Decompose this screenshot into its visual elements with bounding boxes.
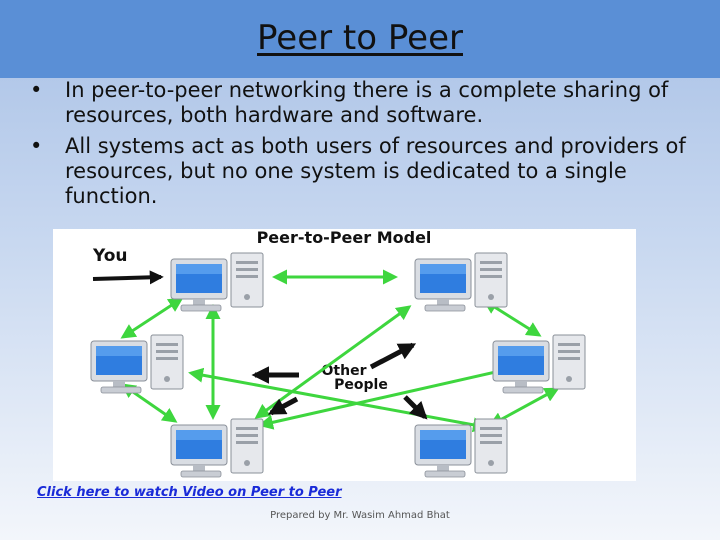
title-bar bbox=[0, 0, 720, 78]
computer-icon bbox=[492, 334, 586, 394]
computer-icon bbox=[90, 334, 184, 394]
bullet-marker: • bbox=[30, 134, 43, 158]
other-label-line2: People bbox=[334, 377, 388, 393]
peer-to-peer-diagram: Peer-to-Peer Model You Other People bbox=[53, 229, 636, 481]
computer-icon bbox=[414, 252, 508, 312]
arrow-icon bbox=[120, 297, 184, 339]
bullet-text: All systems act as both users of resourc… bbox=[65, 134, 686, 208]
you-label: You bbox=[92, 246, 128, 266]
you-arrow-icon bbox=[92, 270, 164, 285]
bullet-text: In peer-to-peer networking there is a co… bbox=[65, 78, 669, 127]
slide-title: Peer to Peer bbox=[257, 18, 463, 58]
diagram-svg: Peer-to-Peer Model You Other People bbox=[90, 229, 586, 478]
computer-icon bbox=[414, 418, 508, 478]
arrow-icon bbox=[267, 396, 299, 416]
bullet-list: • In peer-to-peer networking there is a … bbox=[30, 78, 710, 215]
bullet-item: • In peer-to-peer networking there is a … bbox=[30, 78, 710, 128]
arrow-icon bbox=[369, 342, 417, 370]
diagram-title: Peer-to-Peer Model bbox=[257, 229, 432, 247]
bullet-item: • All systems act as both users of resou… bbox=[30, 134, 710, 209]
footer-credit: Prepared by Mr. Wasim Ahmad Bhat bbox=[270, 510, 450, 521]
video-link[interactable]: Click here to watch Video on Peer to Pee… bbox=[37, 485, 342, 500]
computer-icon bbox=[170, 252, 264, 312]
bullet-marker: • bbox=[30, 78, 43, 102]
arrow-icon bbox=[403, 395, 428, 420]
other-people-arrows bbox=[251, 342, 428, 420]
computer-icon bbox=[170, 418, 264, 478]
